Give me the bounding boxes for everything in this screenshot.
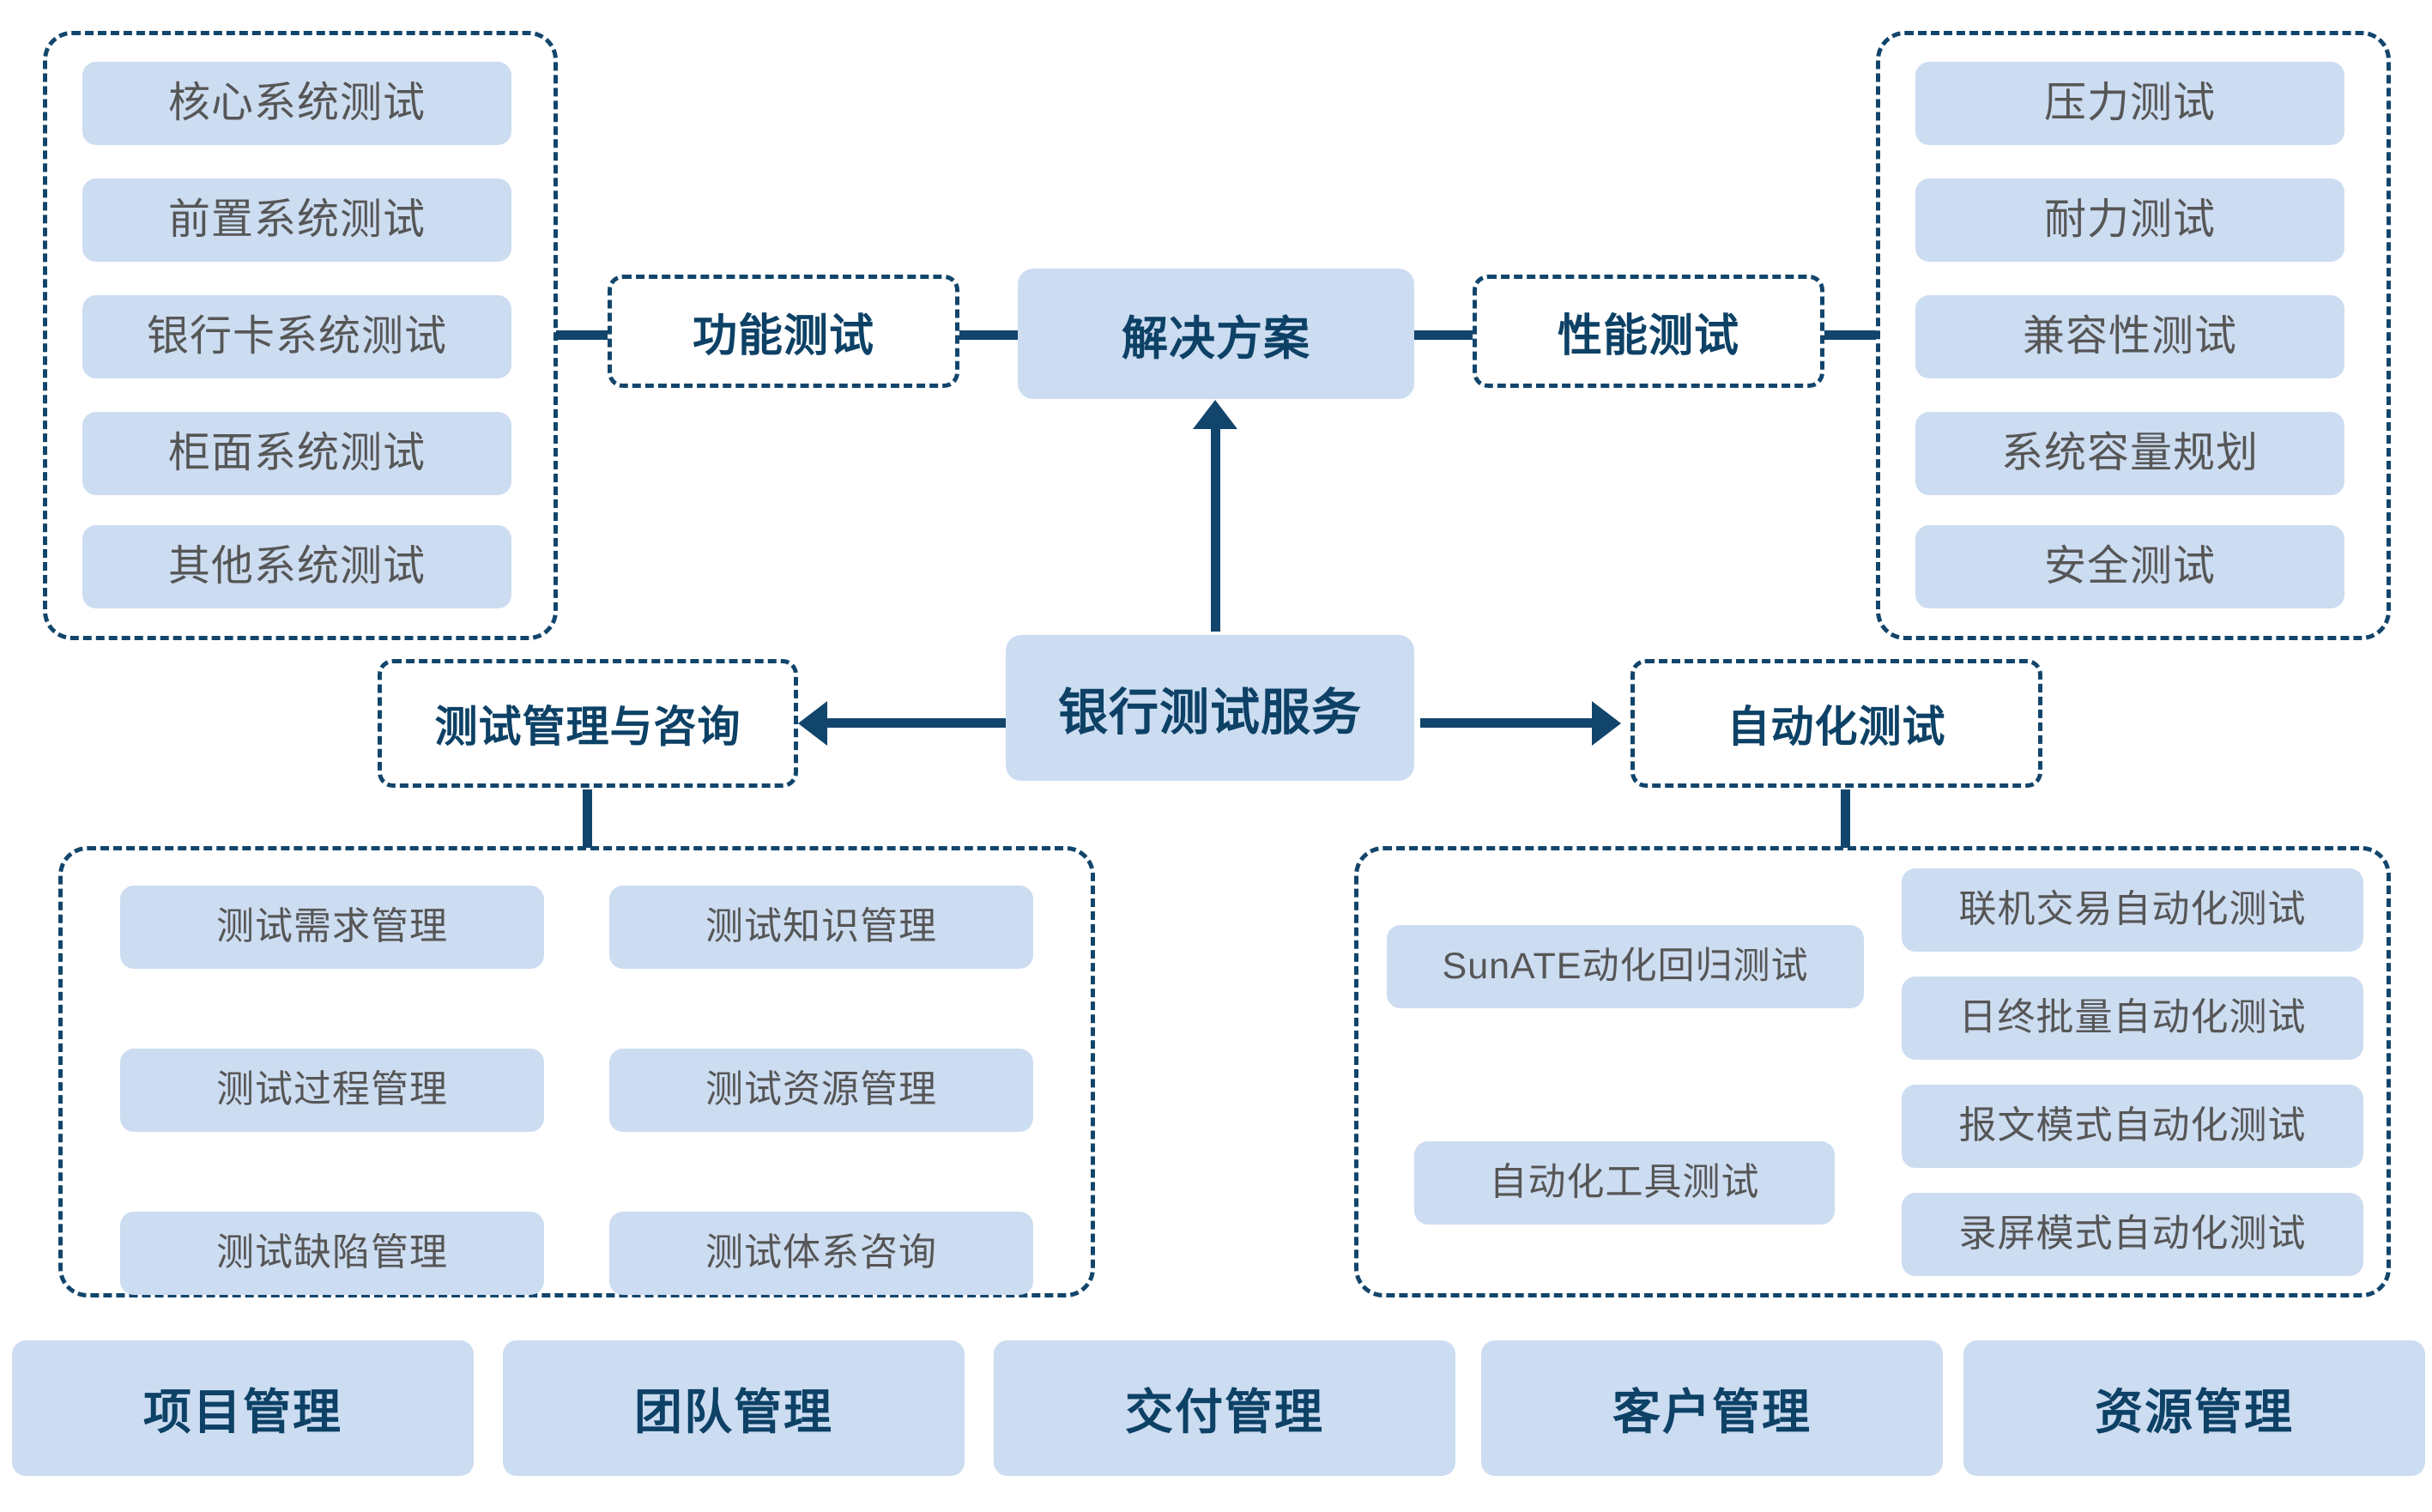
arrow-root-to-solution-head xyxy=(1193,400,1237,429)
bottom-card-3[interactable]: 客户管理 xyxy=(1481,1340,1943,1476)
chip-automation-right-1[interactable]: 日终批量自动化测试 xyxy=(1902,977,2363,1060)
chip-functional-1[interactable]: 前置系统测试 xyxy=(82,178,511,262)
chip-performance-2[interactable]: 兼容性测试 xyxy=(1915,295,2344,378)
performance-testing-group xyxy=(1876,31,2391,640)
branch-test-management-consulting[interactable]: 测试管理与咨询 xyxy=(378,659,798,788)
chip-label: 测试资源管理 xyxy=(705,1068,937,1111)
branch-label: 测试管理与咨询 xyxy=(434,703,741,751)
bottom-card-label: 项目管理 xyxy=(143,1384,342,1439)
chip-label: 测试缺陷管理 xyxy=(216,1231,448,1274)
chip-label: 报文模式自动化测试 xyxy=(1958,1104,2307,1147)
chip-management-left-1[interactable]: 测试过程管理 xyxy=(120,1049,544,1132)
node-bank-testing-service[interactable]: 银行测试服务 xyxy=(1006,635,1414,781)
connector-solution-to-performance xyxy=(1414,330,1473,340)
chip-label: 压力测试 xyxy=(2043,79,2216,126)
chip-automation-right-0[interactable]: 联机交易自动化测试 xyxy=(1902,868,2363,952)
chip-automation-right-2[interactable]: 报文模式自动化测试 xyxy=(1902,1085,2363,1168)
chip-label: 自动化工具测试 xyxy=(1489,1161,1760,1204)
branch-automation-testing[interactable]: 自动化测试 xyxy=(1630,659,2042,788)
node-solution[interactable]: 解决方案 xyxy=(1018,269,1414,399)
chip-label: 安全测试 xyxy=(2043,542,2216,590)
chip-label: SunATE动化回归测试 xyxy=(1442,945,1809,987)
chip-automation-right-3[interactable]: 录屏模式自动化测试 xyxy=(1902,1193,2363,1276)
chip-label: 测试过程管理 xyxy=(216,1068,448,1111)
branch-performance-testing[interactable]: 性能测试 xyxy=(1473,275,1824,388)
chip-functional-0[interactable]: 核心系统测试 xyxy=(82,62,511,145)
connector-functional-to-solution xyxy=(959,330,1018,340)
arrow-root-to-management-line xyxy=(826,718,1006,728)
chip-label: 核心系统测试 xyxy=(167,79,426,126)
chip-label: 耐力测试 xyxy=(2043,196,2216,243)
node-label: 银行测试服务 xyxy=(1057,685,1362,741)
chip-functional-4[interactable]: 其他系统测试 xyxy=(82,525,511,608)
chip-label: 系统容量规划 xyxy=(2000,429,2259,476)
node-label: 解决方案 xyxy=(1122,312,1310,365)
connector-management-branch-to-group xyxy=(583,789,592,848)
bottom-card-label: 客户管理 xyxy=(1612,1384,1812,1439)
branch-functional-testing[interactable]: 功能测试 xyxy=(608,275,959,388)
chip-label: 柜面系统测试 xyxy=(167,429,426,476)
branch-label: 性能测试 xyxy=(1557,311,1739,361)
chip-performance-1[interactable]: 耐力测试 xyxy=(1915,178,2344,262)
chip-automation-left-0[interactable]: SunATE动化回归测试 xyxy=(1387,925,1864,1008)
chip-label: 录屏模式自动化测试 xyxy=(1958,1213,2307,1255)
chip-label: 其他系统测试 xyxy=(167,542,426,590)
chip-performance-3[interactable]: 系统容量规划 xyxy=(1915,412,2344,495)
bottom-card-4[interactable]: 资源管理 xyxy=(1963,1340,2425,1476)
chip-label: 银行卡系统测试 xyxy=(146,312,447,360)
bottom-card-label: 团队管理 xyxy=(634,1384,833,1439)
chip-label: 兼容性测试 xyxy=(2022,312,2237,360)
chip-management-left-0[interactable]: 测试需求管理 xyxy=(120,886,544,969)
chip-performance-4[interactable]: 安全测试 xyxy=(1915,525,2344,608)
arrow-root-to-automation-line xyxy=(1420,718,1592,728)
chip-management-right-2[interactable]: 测试体系咨询 xyxy=(609,1212,1033,1295)
arrow-root-to-management-head xyxy=(798,701,827,746)
chip-management-right-1[interactable]: 测试资源管理 xyxy=(609,1049,1033,1132)
chip-label: 测试知识管理 xyxy=(705,905,937,948)
chip-label: 日终批量自动化测试 xyxy=(1958,996,2307,1039)
chip-label: 测试需求管理 xyxy=(216,905,448,948)
chip-label: 测试体系咨询 xyxy=(705,1231,937,1274)
arrow-root-to-automation-head xyxy=(1592,701,1621,746)
test-management-detail-group xyxy=(58,846,1095,1297)
chip-label: 前置系统测试 xyxy=(167,196,426,243)
chip-label: 联机交易自动化测试 xyxy=(1958,888,2307,931)
chip-functional-2[interactable]: 银行卡系统测试 xyxy=(82,295,511,378)
bottom-card-2[interactable]: 交付管理 xyxy=(994,1340,1455,1476)
chip-automation-left-1[interactable]: 自动化工具测试 xyxy=(1414,1141,1835,1225)
functional-testing-group xyxy=(43,31,558,640)
branch-label: 自动化测试 xyxy=(1727,703,1946,751)
connector-performance-branch-to-group xyxy=(1824,330,1876,340)
chip-management-left-2[interactable]: 测试缺陷管理 xyxy=(120,1212,544,1295)
chip-management-right-0[interactable]: 测试知识管理 xyxy=(609,886,1033,969)
chip-functional-3[interactable]: 柜面系统测试 xyxy=(82,412,511,495)
connector-automation-branch-to-group xyxy=(1841,789,1850,848)
automation-detail-group xyxy=(1354,846,2391,1297)
arrow-root-to-solution-line xyxy=(1211,429,1220,632)
bottom-card-label: 交付管理 xyxy=(1125,1384,1324,1439)
bottom-card-label: 资源管理 xyxy=(2095,1384,2294,1439)
chip-performance-0[interactable]: 压力测试 xyxy=(1915,62,2344,145)
bottom-card-1[interactable]: 团队管理 xyxy=(503,1340,965,1476)
connector-functional-group-to-branch xyxy=(556,330,608,340)
bottom-card-0[interactable]: 项目管理 xyxy=(12,1340,474,1476)
branch-label: 功能测试 xyxy=(692,311,874,361)
